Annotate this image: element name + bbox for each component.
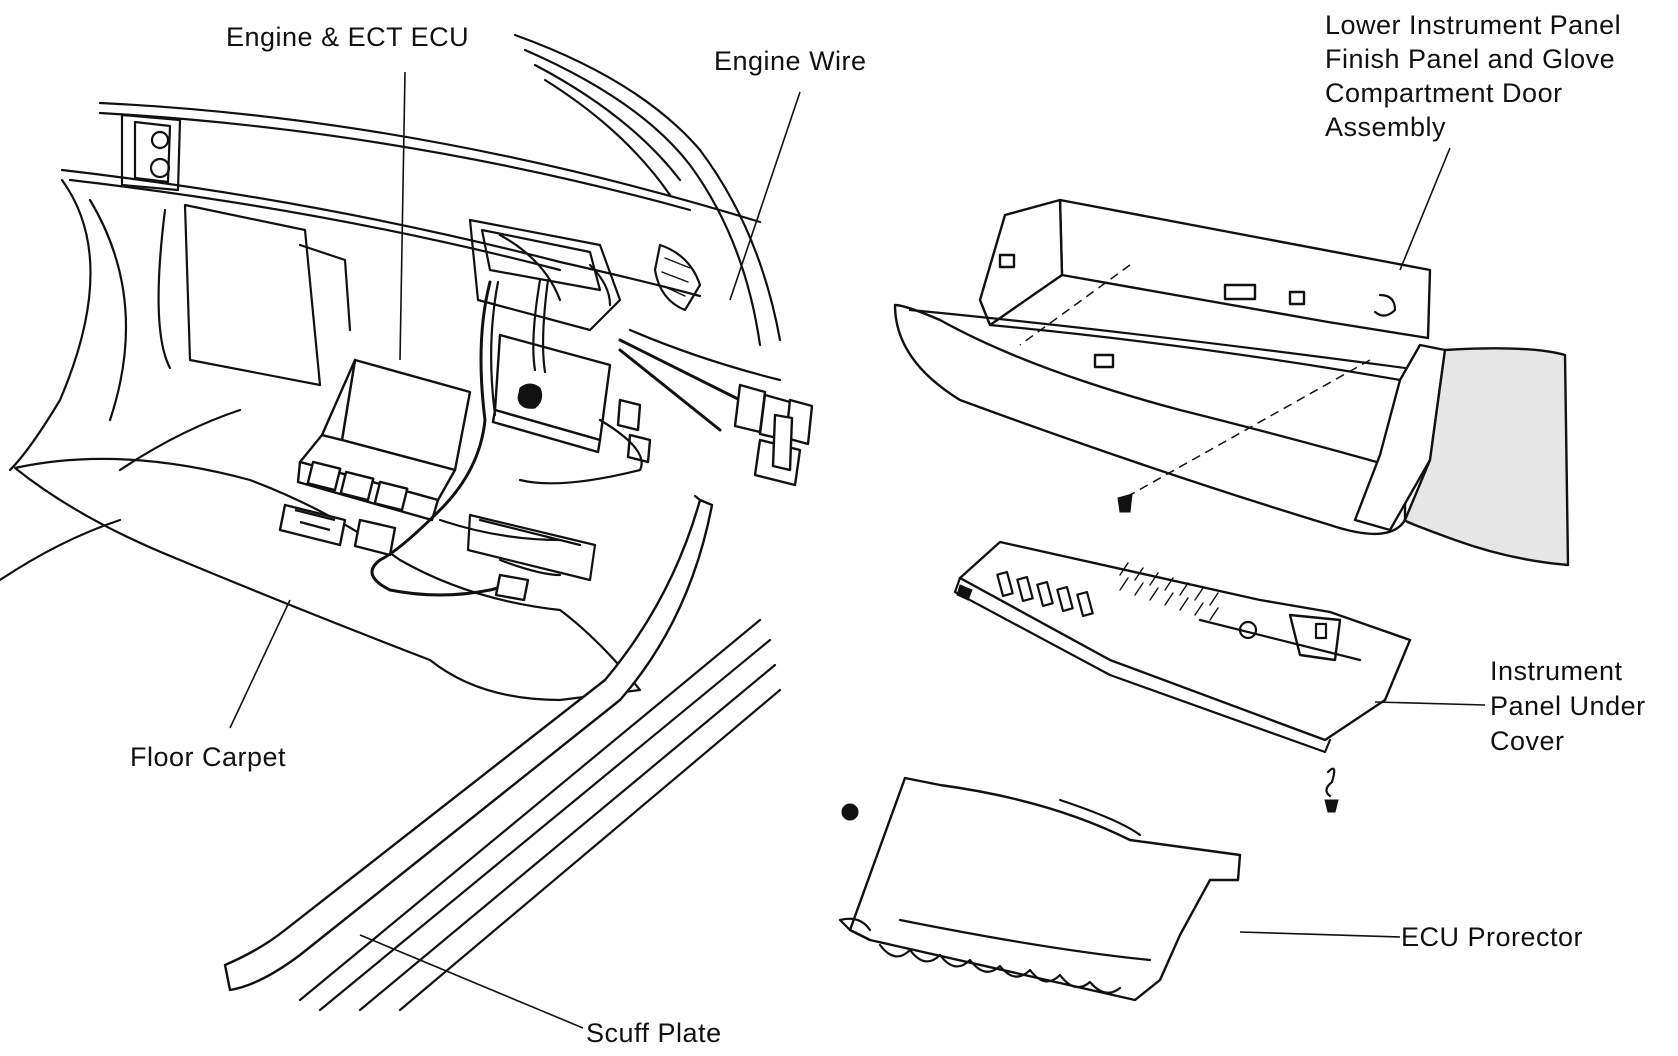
- label-scuff-plate: Scuff Plate: [586, 1018, 722, 1048]
- screws: [841, 767, 1339, 821]
- scuff-plate-shape: [223, 494, 782, 1012]
- label-engine-wire: Engine Wire: [714, 46, 867, 76]
- label-instrument-panel-under-cover: Instrument Panel Under Cover: [1490, 656, 1646, 756]
- engine-ect-ecu-box: [278, 358, 472, 557]
- dashboard-outline: [8, 33, 782, 472]
- instrument-panel-under-cover: [953, 540, 1412, 754]
- glove-box-assembly: [893, 198, 1570, 567]
- label-lower-instrument-panel: Lower Instrument Panel Finish Panel and …: [1325, 10, 1622, 142]
- ecu-protector-shape: [838, 776, 1242, 1002]
- leader-lines: [229, 71, 1486, 1029]
- label-ecu-protector: ECU Prorector: [1401, 922, 1584, 952]
- ecu-bracket: [466, 513, 597, 582]
- wiring-harness: [370, 278, 814, 602]
- floor-carpet-shape: [0, 408, 642, 702]
- label-floor-carpet: Floor Carpet: [130, 742, 287, 772]
- center-module-box: [491, 333, 652, 464]
- label-engine-ect-ecu: Engine & ECT ECU: [226, 22, 470, 52]
- screw-dashed-line: [1019, 264, 1371, 513]
